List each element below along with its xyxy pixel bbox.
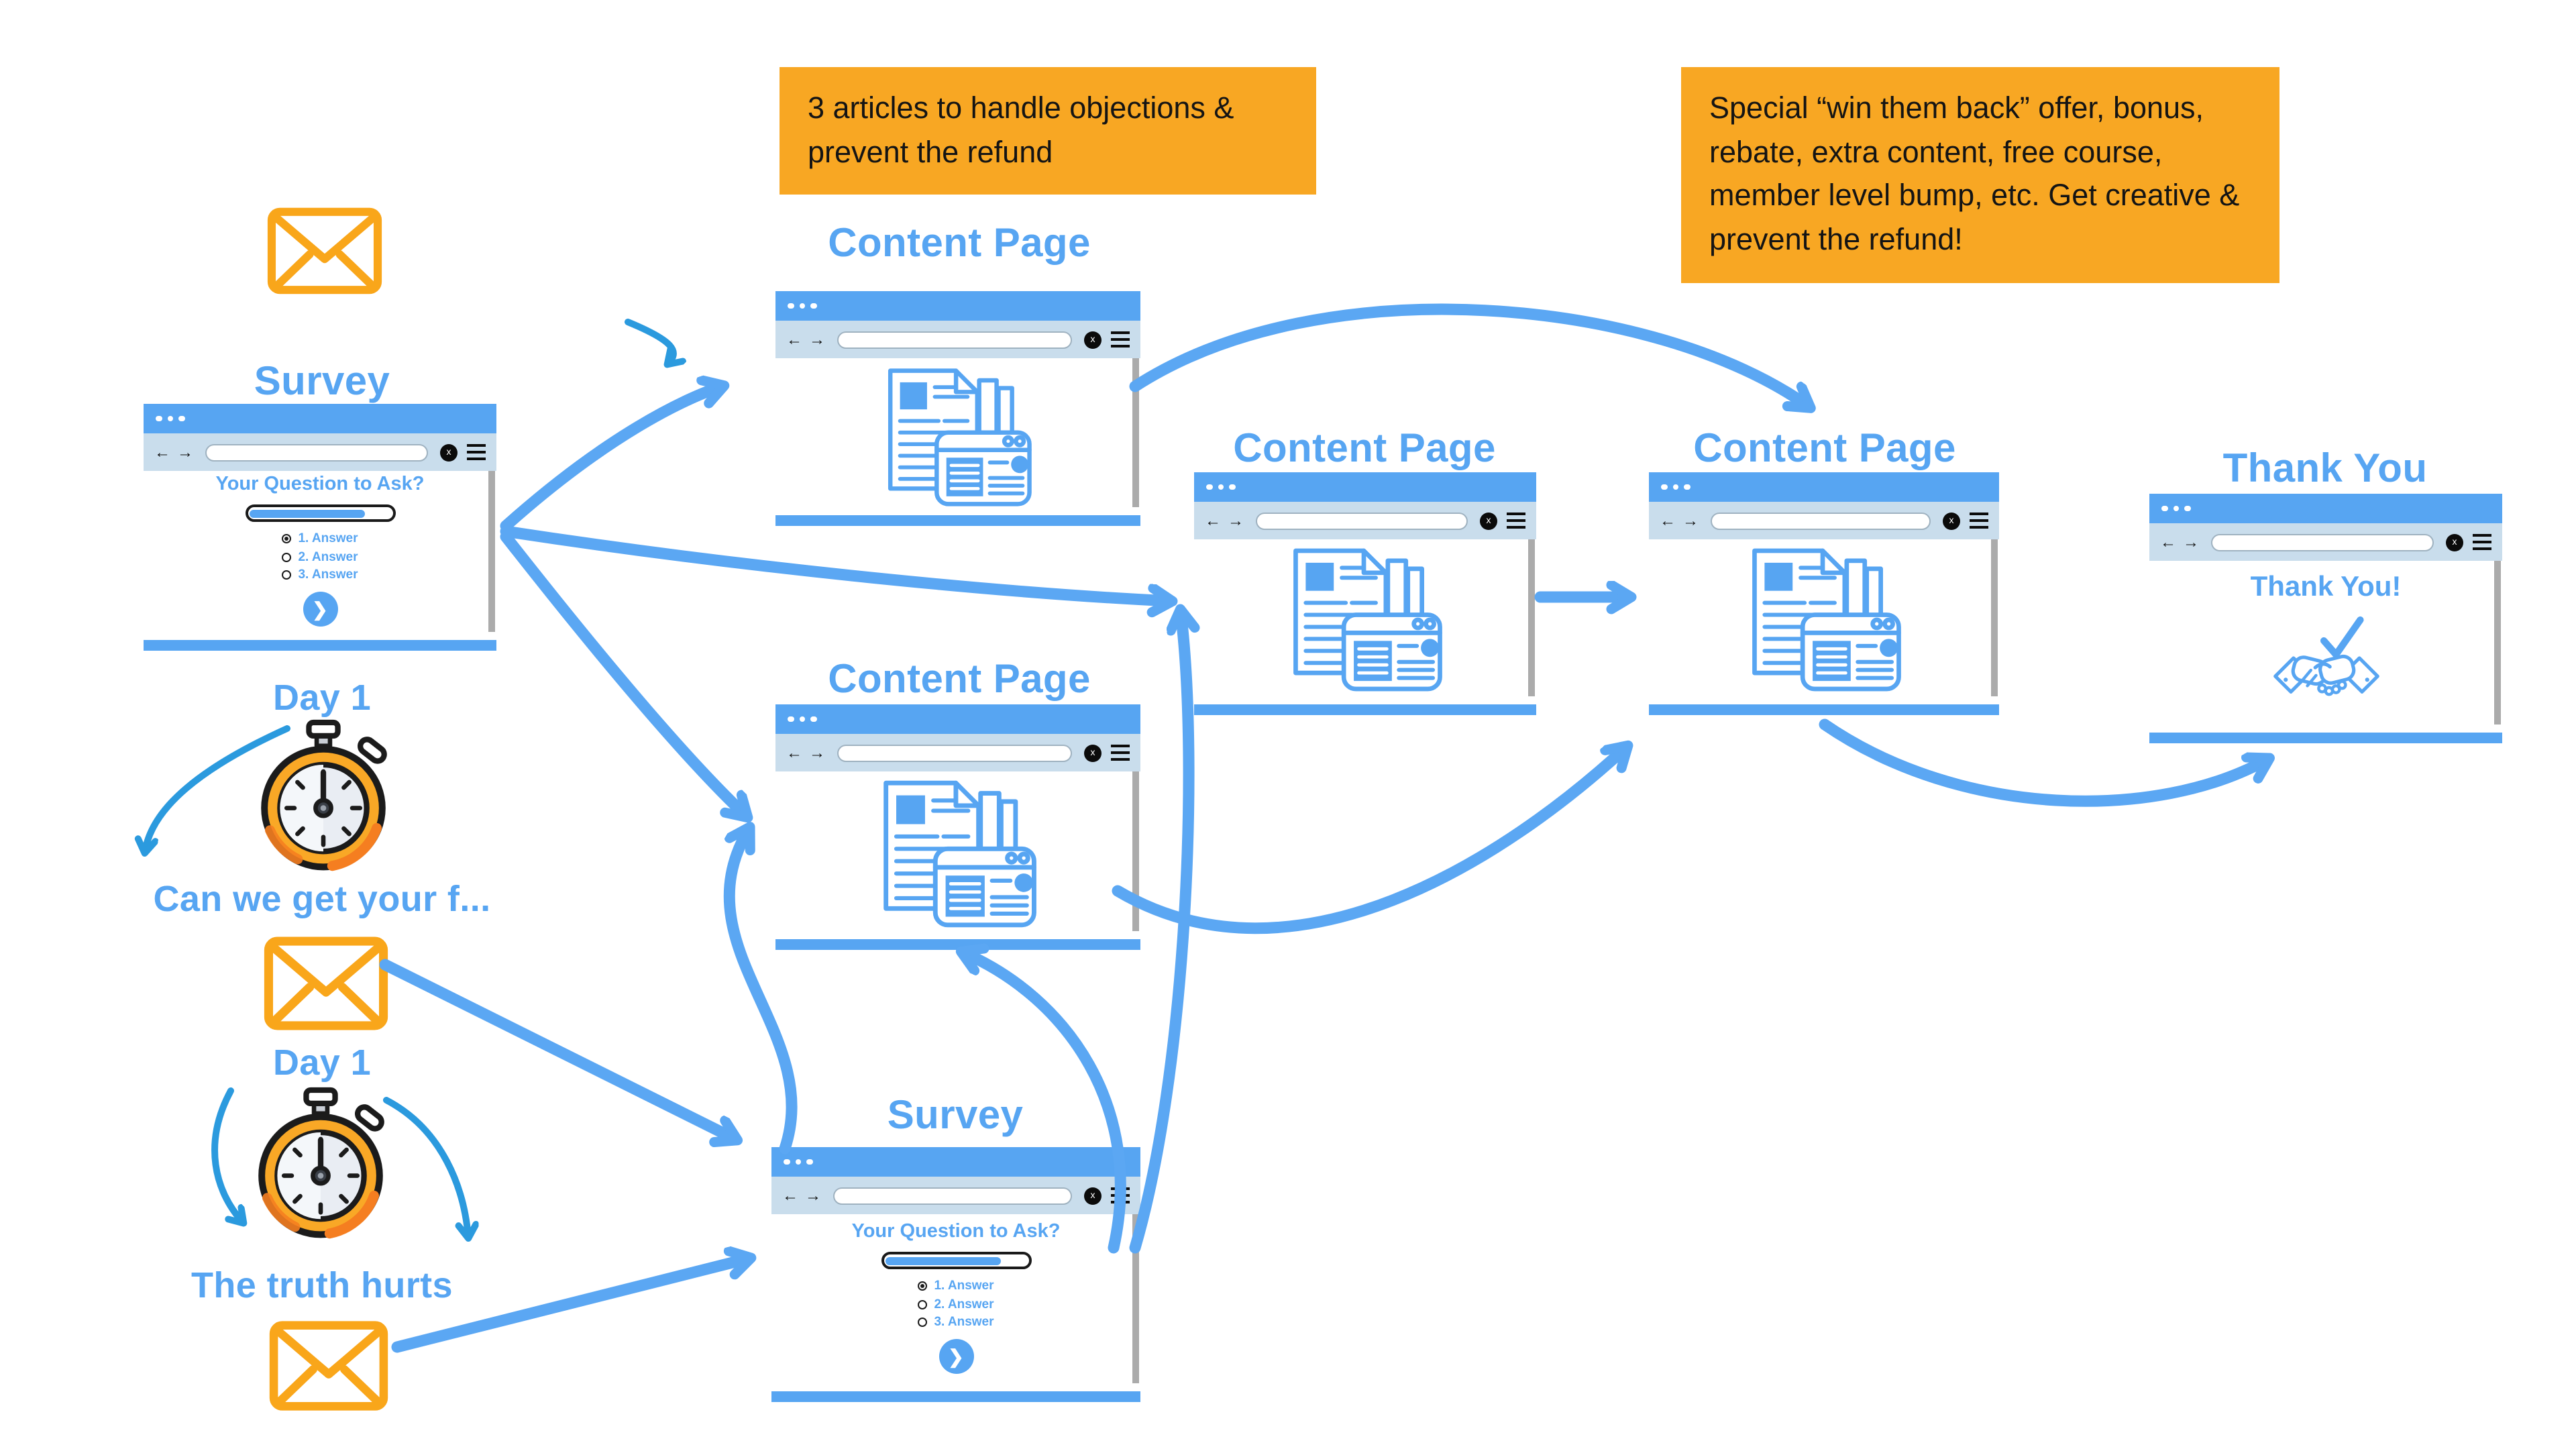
survey2-label: Survey: [887, 1093, 1024, 1138]
window-dot-icon: [167, 415, 173, 422]
article-icon: [865, 777, 1051, 931]
day1-second-label: Day 1: [272, 1042, 372, 1083]
note-objections: 3 articles to handle objections & preven…: [780, 67, 1316, 195]
arrow-survey1-to-content-mid-left: [500, 531, 746, 816]
truth-email-label: The truth hurts: [191, 1265, 453, 1305]
content-page-window-mid-left: ←→x: [775, 704, 1140, 950]
handshake-check-icon: [2269, 612, 2382, 716]
survey-option-row: 3. Answer: [282, 568, 358, 582]
envelope-icon: [268, 1319, 389, 1413]
survey-option-label: 2. Answer: [298, 549, 358, 564]
survey-option-label: 3. Answer: [934, 1315, 994, 1330]
content-page-window-top: ←→x: [775, 291, 1140, 526]
forward-icon: →: [177, 443, 193, 462]
radio-icon: [282, 570, 292, 580]
radio-icon: [918, 1299, 928, 1309]
arrow-survey1-to-content-top: [500, 386, 722, 532]
next-button-chevron-icon: ❯: [303, 592, 337, 627]
content-page-mid-left-label: Content Page: [828, 657, 1091, 702]
radio-icon: [918, 1318, 928, 1327]
url-bar: [205, 443, 428, 461]
survey-window-2: ←→x Your Question to Ask? 1. Answer 2. A…: [771, 1147, 1140, 1402]
survey-options: 1. Answer 2. Answer 3. Answer: [282, 531, 358, 582]
article-icon: [871, 365, 1045, 510]
menu-icon: [467, 444, 486, 460]
envelope-icon: [263, 935, 389, 1032]
note-win-back-text: Special “win them back” offer, bonus, re…: [1709, 91, 2240, 256]
stopwatch-icon: [248, 1087, 393, 1242]
stopwatch-icon: [251, 719, 396, 875]
survey-progress-bar: [881, 1252, 1031, 1269]
arrow-content-top-to-content-right: [1129, 303, 1809, 407]
thank-you-heading: Thank You!: [2250, 572, 2402, 602]
article-icon: [1734, 545, 1914, 695]
arrow-survey1-to-content-middle: [500, 525, 1170, 601]
day1-first-label: Day 1: [272, 678, 372, 718]
note-objections-text: 3 articles to handle objections & preven…: [808, 91, 1234, 169]
window-bottom-bar: [144, 640, 496, 651]
survey-option-label: 1. Answer: [298, 531, 358, 546]
content-page-window-middle: ←→x: [1194, 472, 1536, 715]
radio-icon: [282, 552, 292, 561]
window-dot-icon: [156, 415, 162, 422]
survey-option-label: 3. Answer: [298, 568, 358, 582]
survey-question: Your Question to Ask?: [851, 1221, 1061, 1242]
radio-selected-icon: [918, 1281, 928, 1291]
envelope-icon: [266, 207, 384, 295]
arrow-stopwatch2-to-truth: [383, 1097, 468, 1237]
survey-option-row: 2. Answer: [282, 549, 358, 564]
arrow-feedback-email-to-survey2: [379, 959, 735, 1139]
next-button-chevron-icon: ❯: [938, 1339, 973, 1374]
survey-option-label: 2. Answer: [934, 1297, 994, 1311]
content-page-right-label: Content Page: [1693, 427, 1956, 471]
content-page-window-right: ←→x: [1649, 472, 1999, 715]
arrow-email1-to-survey1: [625, 319, 674, 364]
feedback-email-label: Can we get your f...: [153, 879, 491, 919]
article-icon: [1275, 545, 1455, 695]
arrow-survey2-to-content-middle: [1129, 612, 1189, 1254]
scrollbar: [488, 471, 495, 632]
arrow-content-mid-left-to-content-right: [1112, 747, 1626, 934]
survey1-label: Survey: [254, 360, 390, 404]
arrow-email2-to-day1: [211, 1087, 243, 1222]
content-page-middle-label: Content Page: [1233, 427, 1496, 471]
thank-you-window: ←→x Thank You!: [2149, 494, 2502, 743]
survey-options: 1. Answer 2. Answer 3. Answer: [918, 1279, 994, 1330]
survey-question: Your Question to Ask?: [215, 474, 425, 495]
survey-window-1: ← → x Your Question to Ask? 1. Answer 2.…: [144, 404, 496, 651]
window-titlebar: [144, 404, 496, 433]
survey-option-label: 1. Answer: [934, 1279, 994, 1293]
close-icon: x: [440, 443, 458, 461]
window-content: Your Question to Ask? 1. Answer 2. Answe…: [144, 471, 496, 635]
survey-option-row: 1. Answer: [282, 531, 358, 546]
radio-selected-icon: [282, 534, 292, 543]
survey-progress-bar: [245, 504, 395, 522]
window-toolbar: ← → x: [144, 433, 496, 471]
thank-you-label: Thank You: [2222, 447, 2428, 491]
content-page-top-label: Content Page: [828, 221, 1091, 266]
back-icon: ←: [154, 443, 170, 462]
note-win-back: Special “win them back” offer, bonus, re…: [1681, 67, 2279, 282]
window-dot-icon: [178, 415, 184, 422]
